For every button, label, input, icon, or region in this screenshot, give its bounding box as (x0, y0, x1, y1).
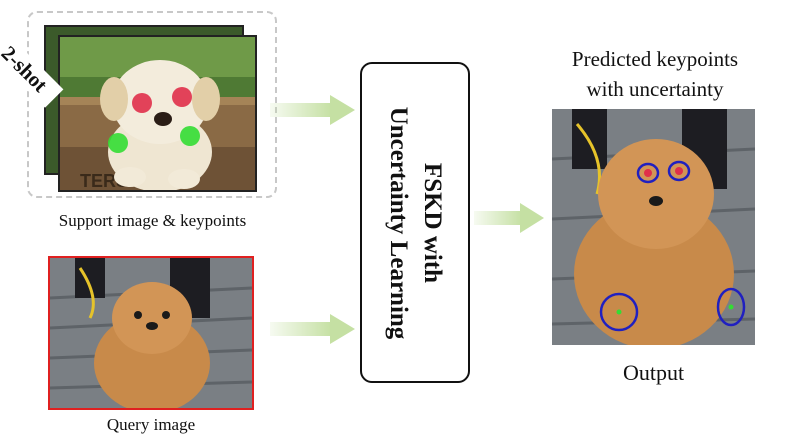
query-image (48, 256, 254, 410)
output-title-line1: Predicted keypoints (571, 47, 739, 71)
model-label: FSKD with Uncertainty Learning (381, 68, 449, 378)
model-label-line1: FSKD with (419, 162, 446, 283)
support-caption: Support image & keypoints (58, 211, 247, 230)
model-to-output-arrow (474, 203, 544, 233)
fskd-model-box: FSKD with Uncertainty Learning (360, 62, 470, 383)
output-image (552, 109, 755, 345)
output-caption: Output (622, 360, 685, 385)
query-caption: Query image (106, 415, 196, 434)
support-to-model-arrow (270, 95, 355, 125)
query-to-model-arrow (270, 314, 355, 344)
output-title-line2: with uncertainty (586, 77, 724, 101)
output-title: Predicted keypoints with uncertainty (530, 44, 780, 104)
model-label-line2: Uncertainty Learning (385, 106, 412, 339)
support-image: TERS (58, 35, 257, 192)
